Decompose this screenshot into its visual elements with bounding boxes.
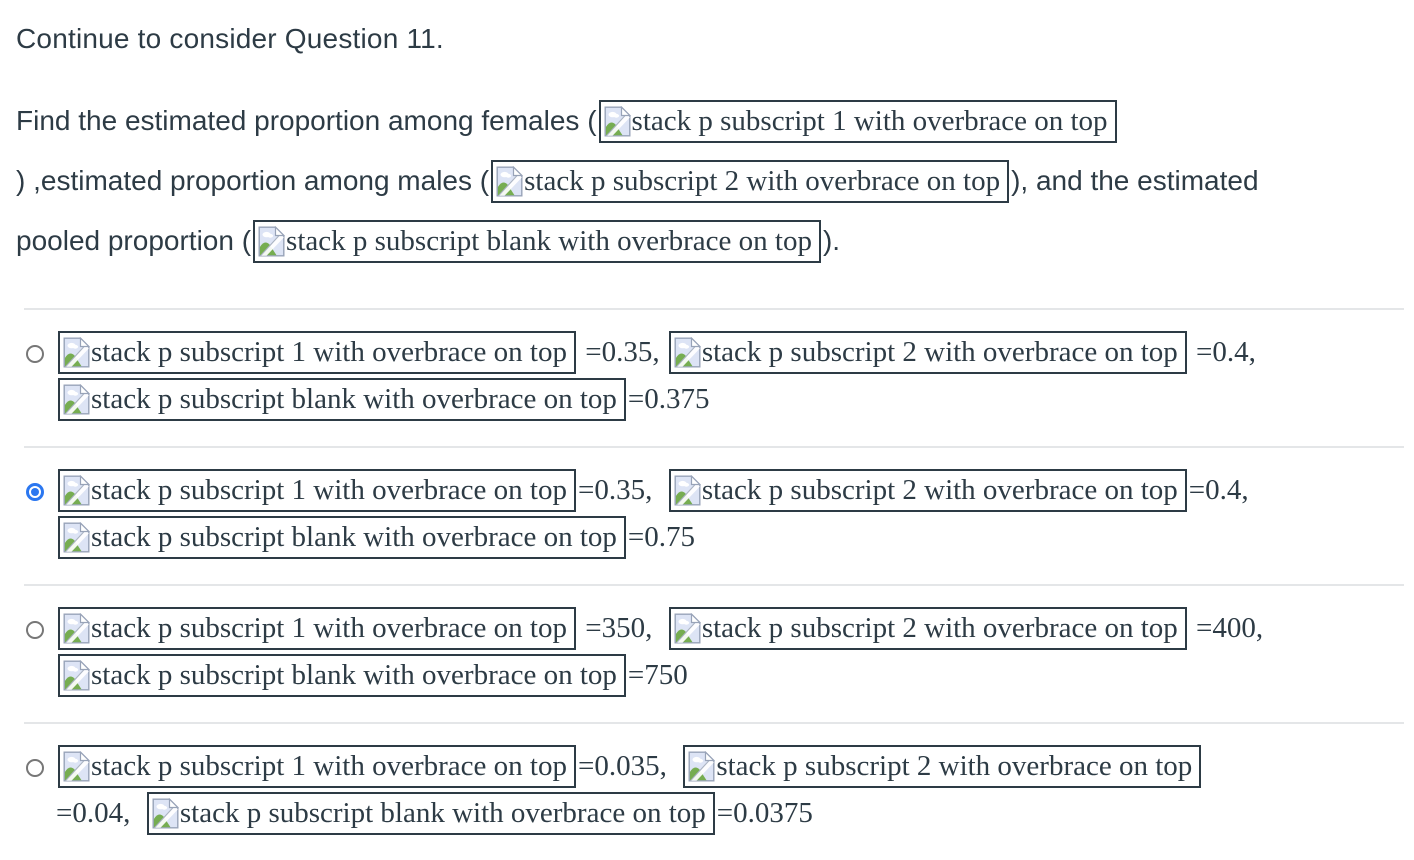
option-value-text: =0.0375 bbox=[716, 797, 813, 829]
option-line: stack p subscript blank with overbrace o… bbox=[56, 654, 1263, 697]
broken-image-icon bbox=[63, 522, 90, 553]
formula-alt-text: stack p subscript 1 with overbrace on to… bbox=[91, 750, 567, 782]
question-text-line: Find the estimated proportion among fema… bbox=[16, 91, 1404, 151]
question-text-line: ) ,estimated proportion among males ( sta… bbox=[16, 151, 1404, 211]
formula-image-box: stack p subscript blank with overbrace o… bbox=[58, 654, 626, 697]
formula-image-box: stack p subscript 2 with overbrace on to… bbox=[491, 159, 1010, 203]
question-text-segment: Find the estimated proportion among fema… bbox=[16, 105, 597, 136]
option-value-text: =350, bbox=[577, 612, 667, 644]
broken-image-icon bbox=[63, 751, 90, 782]
formula-alt-text: stack p subscript 2 with overbrace on to… bbox=[716, 750, 1193, 782]
formula-image-box: stack p subscript 1 with overbrace on to… bbox=[58, 331, 576, 374]
broken-image-icon bbox=[674, 337, 701, 368]
option-divider bbox=[24, 446, 1404, 448]
broken-image-icon bbox=[63, 475, 90, 506]
broken-image-icon bbox=[674, 613, 701, 644]
option-radio[interactable] bbox=[26, 759, 44, 777]
question-text-segment: pooled proportion ( bbox=[16, 225, 252, 256]
question-text-line: pooled proportion ( stack p subscript bla… bbox=[16, 211, 1404, 271]
option-value-text: =0.35, bbox=[577, 336, 667, 368]
formula-alt-text: stack p subscript 1 with overbrace on to… bbox=[91, 336, 567, 368]
broken-image-icon bbox=[258, 225, 286, 256]
formula-image-box: stack p subscript 2 with overbrace on to… bbox=[668, 331, 1187, 374]
formula-image-box: stack p subscript blank with overbrace o… bbox=[58, 378, 626, 421]
option-content: stack p subscript 1 with overbrace on to… bbox=[56, 745, 1203, 839]
broken-image-icon bbox=[63, 613, 90, 644]
option-content: stack p subscript 1 with overbrace on to… bbox=[56, 469, 1249, 563]
formula-image-box: stack p subscript blank with overbrace o… bbox=[58, 516, 626, 559]
formula-alt-text: stack p subscript 2 with overbrace on to… bbox=[701, 336, 1178, 368]
option-value-text: =0.75 bbox=[627, 521, 696, 553]
formula-image-box: stack p subscript 1 with overbrace on to… bbox=[58, 607, 576, 650]
formula-image-box: stack p subscript 2 with overbrace on to… bbox=[683, 745, 1202, 788]
formula-image-box: stack p subscript 1 with overbrace on to… bbox=[58, 745, 576, 788]
broken-image-icon bbox=[604, 105, 631, 136]
broken-image-icon bbox=[63, 384, 90, 415]
option-line: stack p subscript 1 with overbrace on to… bbox=[56, 745, 1203, 788]
broken-image-icon bbox=[63, 337, 90, 368]
option-value-text: =0.375 bbox=[627, 383, 710, 415]
question-text-segment: ) ,estimated proportion among males ( bbox=[16, 165, 490, 196]
option-value-text: =0.4, bbox=[1188, 336, 1256, 368]
option-divider bbox=[24, 308, 1404, 310]
answer-option-3[interactable]: stack p subscript 1 with overbrace on to… bbox=[16, 586, 1404, 722]
option-divider bbox=[24, 584, 1404, 586]
formula-alt-text: stack p subscript 1 with overbrace on to… bbox=[91, 612, 567, 644]
formula-image-box: stack p subscript 1 with overbrace on to… bbox=[58, 469, 576, 512]
option-line: =0.04, stack p subscript blank with over… bbox=[56, 792, 1203, 835]
formula-alt-text: stack p subscript blank with overbrace o… bbox=[91, 521, 617, 553]
broken-image-icon bbox=[674, 475, 701, 506]
option-line: stack p subscript blank with overbrace o… bbox=[56, 378, 1256, 421]
option-line: stack p subscript 1 with overbrace on to… bbox=[56, 469, 1249, 512]
option-line: stack p subscript 1 with overbrace on to… bbox=[56, 607, 1263, 650]
option-line: stack p subscript blank with overbrace o… bbox=[56, 516, 1249, 559]
formula-alt-text: stack p subscript blank with overbrace o… bbox=[91, 383, 617, 415]
option-radio[interactable] bbox=[26, 621, 44, 639]
option-value-text: =750 bbox=[627, 659, 688, 691]
formula-alt-text: stack p subscript 2 with overbrace on to… bbox=[701, 474, 1178, 506]
broken-image-icon bbox=[152, 798, 179, 829]
broken-image-icon bbox=[688, 751, 716, 782]
question-text: Find the estimated proportion among fema… bbox=[16, 91, 1404, 271]
option-content: stack p subscript 1 with overbrace on to… bbox=[56, 607, 1263, 701]
formula-image-box: stack p subscript 2 with overbrace on to… bbox=[668, 469, 1187, 512]
formula-alt-text: stack p subscript 1 with overbrace on to… bbox=[631, 104, 1108, 137]
option-radio-selected[interactable] bbox=[26, 483, 44, 501]
broken-image-icon bbox=[496, 165, 524, 196]
answer-option-4[interactable]: stack p subscript 1 with overbrace on to… bbox=[16, 724, 1404, 860]
question-text-segment: ). bbox=[822, 225, 841, 256]
formula-alt-text: stack p subscript 2 with overbrace on to… bbox=[701, 612, 1178, 644]
formula-image-box: stack p subscript blank with overbrace o… bbox=[146, 792, 715, 835]
answer-option-2[interactable]: stack p subscript 1 with overbrace on to… bbox=[16, 448, 1404, 584]
option-content: stack p subscript 1 with overbrace on to… bbox=[56, 331, 1256, 425]
formula-alt-text: stack p subscript 1 with overbrace on to… bbox=[91, 474, 567, 506]
option-divider bbox=[24, 722, 1404, 724]
question-instruction: Continue to consider Question 11. bbox=[16, 23, 444, 54]
formula-image-box: stack p subscript 1 with overbrace on to… bbox=[598, 99, 1117, 143]
option-value-text: =0.035, bbox=[577, 750, 682, 782]
option-radio[interactable] bbox=[26, 345, 44, 363]
option-value-text: =0.4, bbox=[1188, 474, 1249, 506]
option-value-text: =0.04, bbox=[56, 797, 145, 829]
answer-option-1[interactable]: stack p subscript 1 with overbrace on to… bbox=[16, 310, 1404, 446]
formula-alt-text: stack p subscript blank with overbrace o… bbox=[91, 659, 617, 691]
option-value-text: =0.35, bbox=[577, 474, 667, 506]
formula-image-box: stack p subscript blank with overbrace o… bbox=[253, 219, 821, 263]
formula-alt-text: stack p subscript blank with overbrace o… bbox=[286, 224, 812, 257]
question-text-segment: ), and the estimated bbox=[1011, 165, 1259, 196]
answer-options: stack p subscript 1 with overbrace on to… bbox=[16, 308, 1404, 860]
broken-image-icon bbox=[63, 660, 90, 691]
formula-alt-text: stack p subscript blank with overbrace o… bbox=[179, 797, 706, 829]
option-line: stack p subscript 1 with overbrace on to… bbox=[56, 331, 1256, 374]
option-value-text: =400, bbox=[1188, 612, 1264, 644]
formula-image-box: stack p subscript 2 with overbrace on to… bbox=[668, 607, 1187, 650]
formula-alt-text: stack p subscript 2 with overbrace on to… bbox=[524, 164, 1001, 197]
